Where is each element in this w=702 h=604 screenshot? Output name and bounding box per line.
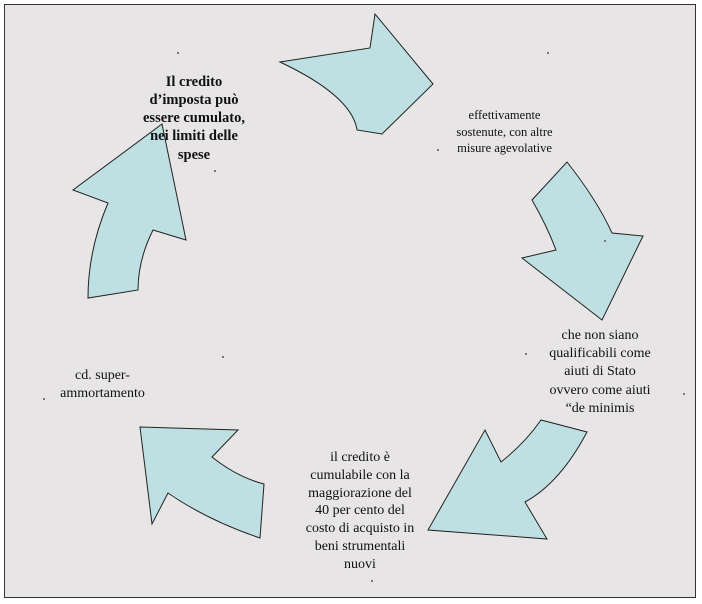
placeholder-dot xyxy=(683,393,685,395)
placeholder-dot xyxy=(437,149,439,151)
cycle-arrow-top xyxy=(278,12,434,135)
placeholder-dot xyxy=(525,353,527,355)
placeholder-dot xyxy=(43,398,45,400)
placeholder-dot xyxy=(371,580,373,582)
cycle-arrow-left xyxy=(71,123,187,299)
cycle-label-aiuti-di-stato: che non siano qualificabili come aiuti d… xyxy=(549,328,651,416)
cycle-label-super-ammortamento: cd. super- ammortamento xyxy=(60,368,145,402)
cycle-arrow-bottom-right xyxy=(427,419,588,540)
cycle-label-spese-sostenute: effettivamente sostenute, con altre misu… xyxy=(456,108,553,155)
cycle-arrow-bottom-left xyxy=(139,426,265,539)
cycle-label-maggiorazione: il credito è cumulabile con la maggioraz… xyxy=(305,450,415,572)
placeholder-dot xyxy=(214,170,216,172)
placeholder-dot xyxy=(177,52,179,54)
cycle-label-credito-cumulato: Il credito d’imposta può essere cumulato… xyxy=(142,74,246,163)
cycle-arrow-right xyxy=(520,161,644,321)
placeholder-dot xyxy=(222,356,224,358)
placeholder-dot xyxy=(547,52,549,54)
placeholder-dot xyxy=(604,240,606,242)
